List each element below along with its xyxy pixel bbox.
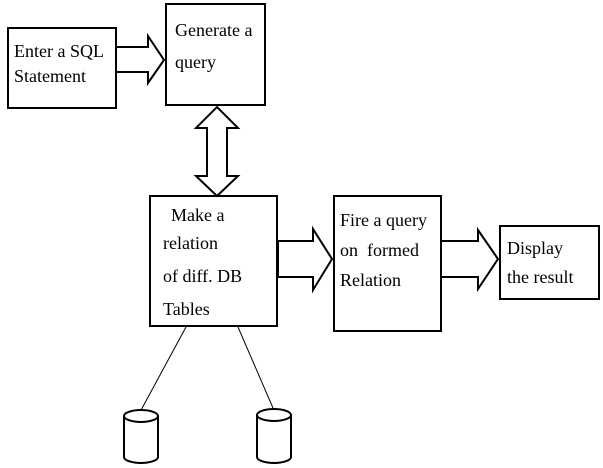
arrow-bidirectional bbox=[193, 105, 241, 198]
db-connector-line-2 bbox=[237, 326, 274, 409]
db-connector-line-1 bbox=[139, 326, 187, 413]
box-label: Display the result bbox=[507, 238, 573, 287]
box-display-result: Display the result bbox=[499, 225, 600, 300]
box-enter-sql-statement: Enter a SQL Statement bbox=[7, 27, 117, 109]
database-icon bbox=[256, 408, 292, 464]
box-label: Enter a SQL Statement bbox=[14, 41, 108, 86]
box-fire-query: Fire a query on formed Relation bbox=[333, 195, 442, 332]
database-icon bbox=[123, 409, 159, 464]
box-generate-query: Generate a query bbox=[165, 3, 266, 106]
arrow-right-1 bbox=[115, 32, 166, 87]
box-label: Fire a query on formed Relation bbox=[340, 210, 431, 290]
box-label: Make a relation of diff. DB Tables bbox=[163, 205, 247, 319]
arrow-right-3 bbox=[440, 226, 500, 293]
arrow-right-2 bbox=[277, 225, 334, 294]
box-make-relation: Make a relation of diff. DB Tables bbox=[149, 195, 278, 327]
box-label: Generate a query bbox=[175, 20, 257, 72]
